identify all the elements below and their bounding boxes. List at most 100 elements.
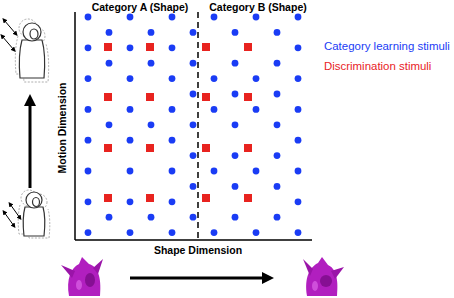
legend-item: Category learning stimuli: [324, 40, 450, 54]
learning-stimulus: [127, 14, 134, 21]
learning-stimulus: [169, 14, 176, 21]
learning-stimulus: [85, 75, 92, 82]
discrimination-stimulus: [104, 144, 112, 152]
discrimination-stimulus: [244, 93, 252, 101]
discrimination-stimulus: [146, 93, 154, 101]
axis-label: Shape Dimension: [154, 244, 242, 256]
learning-stimulus: [127, 198, 134, 205]
category-label: Category A (Shape): [92, 1, 189, 13]
learning-stimulus: [190, 183, 197, 190]
learning-stimulus: [274, 152, 281, 159]
learning-stimulus: [169, 106, 176, 113]
shape-object-b: [303, 257, 344, 296]
motion-figure-top: [2, 19, 49, 82]
learning-stimulus: [127, 44, 134, 51]
learning-stimulus: [295, 198, 302, 205]
learning-stimulus: [295, 75, 302, 82]
learning-stimulus: [274, 121, 281, 128]
discrimination-stimulus: [146, 194, 154, 202]
discrimination-stimulus: [202, 194, 210, 202]
learning-stimulus: [295, 106, 302, 113]
x-axis: [75, 239, 312, 241]
learning-stimulus: [106, 214, 113, 221]
discrimination-stimulus: [146, 43, 154, 51]
legend-text: Discrimination stimuli: [324, 60, 431, 72]
learning-stimulus: [295, 137, 302, 144]
stimulus-grid: [85, 14, 302, 236]
shape-object-a: [61, 257, 103, 296]
learning-stimulus: [295, 168, 302, 175]
learning-stimulus: [85, 44, 92, 51]
legend-item: Discrimination stimuli: [324, 60, 431, 74]
learning-stimulus: [85, 229, 92, 236]
learning-stimulus: [253, 168, 260, 175]
shape-arrow: [130, 277, 268, 280]
motion-figure-bottom: [4, 190, 50, 238]
learning-stimulus: [274, 214, 281, 221]
learning-stimulus: [232, 29, 239, 36]
learning-stimulus: [127, 168, 134, 175]
learning-stimulus: [232, 60, 239, 67]
learning-stimulus: [211, 106, 218, 113]
learning-stimulus: [232, 121, 239, 128]
discrimination-stimulus: [244, 144, 252, 152]
discrimination-stimulus: [104, 43, 112, 51]
learning-stimulus: [211, 168, 218, 175]
learning-stimulus: [169, 168, 176, 175]
learning-stimulus: [106, 29, 113, 36]
legend-swatch: Discrimination stimuli: [324, 60, 431, 72]
discrimination-stimulus: [202, 144, 210, 152]
learning-stimulus: [190, 152, 197, 159]
learning-stimulus: [190, 60, 197, 67]
learning-stimulus: [295, 44, 302, 51]
learning-stimulus: [295, 229, 302, 236]
category-label: Category B (Shape): [209, 1, 306, 13]
learning-stimulus: [211, 14, 218, 21]
learning-stimulus: [148, 29, 155, 36]
learning-stimulus: [169, 44, 176, 51]
legend-swatch: Category learning stimuli: [324, 40, 450, 52]
learning-stimulus: [85, 137, 92, 144]
learning-stimulus: [211, 229, 218, 236]
learning-stimulus: [127, 75, 134, 82]
discrimination-stimulus: [104, 93, 112, 101]
learning-stimulus: [127, 137, 134, 144]
learning-stimulus: [253, 229, 260, 236]
learning-stimulus: [85, 168, 92, 175]
learning-stimulus: [169, 137, 176, 144]
discrimination-stimulus: [146, 144, 154, 152]
learning-stimulus: [274, 60, 281, 67]
learning-stimulus: [85, 14, 92, 21]
category-boundary: [197, 12, 199, 240]
axis-label: Motion Dimension: [56, 83, 68, 174]
learning-stimulus: [253, 75, 260, 82]
learning-stimulus: [190, 214, 197, 221]
learning-stimulus: [190, 91, 197, 98]
y-axis: [74, 12, 76, 240]
learning-stimulus: [148, 60, 155, 67]
learning-stimulus: [253, 14, 260, 21]
learning-stimulus: [274, 91, 281, 98]
learning-stimulus: [190, 29, 197, 36]
legend-text: Category learning stimuli: [324, 40, 450, 52]
learning-stimulus: [148, 121, 155, 128]
learning-stimulus: [85, 106, 92, 113]
learning-stimulus: [106, 60, 113, 67]
learning-stimulus: [232, 152, 239, 159]
learning-stimulus: [127, 106, 134, 113]
learning-stimulus: [253, 106, 260, 113]
learning-stimulus: [106, 121, 113, 128]
learning-stimulus: [148, 214, 155, 221]
learning-stimulus: [232, 91, 239, 98]
learning-stimulus: [127, 229, 134, 236]
learning-stimulus: [169, 75, 176, 82]
discrimination-stimulus: [104, 194, 112, 202]
learning-stimulus: [169, 198, 176, 205]
learning-stimulus: [274, 183, 281, 190]
learning-stimulus: [211, 75, 218, 82]
discrimination-stimulus: [244, 194, 252, 202]
discrimination-stimulus: [244, 43, 252, 51]
learning-stimulus: [85, 198, 92, 205]
discrimination-stimulus: [202, 43, 210, 51]
